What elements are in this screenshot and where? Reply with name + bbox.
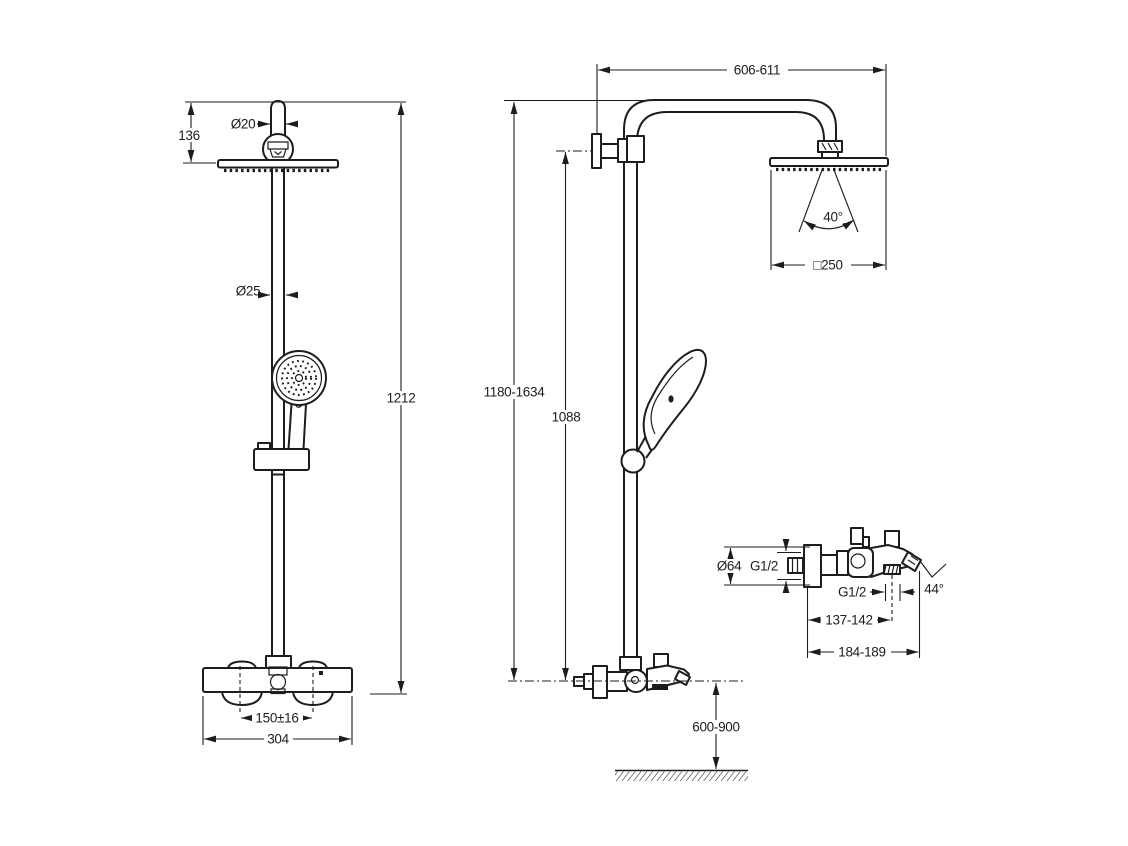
- dim-44-label: 44°: [924, 582, 944, 597]
- detail-flange: [803, 544, 822, 588]
- front-diverter-base: [270, 688, 286, 695]
- side-handshower: [642, 348, 707, 451]
- detail-body-screw: [850, 553, 866, 569]
- front-ball-joint-detail: [267, 141, 289, 158]
- front-handle-left: [287, 403, 293, 450]
- side-arm-outer: [623, 99, 837, 162]
- dim-1212-bg: [384, 391, 418, 405]
- front-slider-tab-top: [257, 442, 271, 450]
- dim-1180-bg: [478, 385, 551, 399]
- detail-wall-stub: [787, 557, 804, 574]
- detail-diverter-knob: [850, 527, 864, 545]
- dim-250-bg: [805, 258, 851, 272]
- dim-150-label: 150±16: [255, 711, 298, 726]
- side-mixer-outlet: [652, 684, 668, 690]
- detail-aerator-hatch: [907, 555, 919, 566]
- side-arm-inner: [636, 111, 825, 162]
- side-bracket-plate: [617, 138, 628, 163]
- side-mixer-flange: [592, 665, 608, 699]
- dim-137-bg: [821, 613, 877, 627]
- front-slider-tab-bottom: [271, 469, 285, 476]
- dim-184-bg: [834, 645, 891, 659]
- dim-g12out-label: G1/2: [838, 585, 866, 600]
- dim-1212-label: 1212: [387, 391, 416, 406]
- spray-angle-arc: [803, 219, 855, 231]
- front-knob-right-top: [298, 660, 328, 669]
- dim-304-bg: [264, 732, 293, 746]
- dim-250-label: □250: [813, 258, 842, 273]
- floor-hatching: [615, 771, 748, 781]
- dim-606-bg: [727, 63, 788, 77]
- side-view: 40° 606-611 1180-1634 1: [478, 63, 889, 781]
- dim-40-bg: [819, 210, 847, 223]
- front-handshower-jets-outer: [281, 360, 317, 396]
- front-handle-right: [302, 403, 307, 450]
- dim-o25-label: Ø25: [236, 284, 261, 299]
- mixer-detail-view: Ø64 G1/2 G1/2 44° 137-142 184-189: [712, 527, 947, 660]
- side-overhead-plate: [769, 157, 889, 167]
- detail-aerator: [901, 551, 922, 572]
- side-mixer-nut: [619, 656, 642, 671]
- dim-1088-label: 1088: [552, 410, 581, 425]
- detail-diverter-step: [862, 536, 870, 548]
- spray-cone-left: [798, 169, 823, 233]
- front-mixer-nut: [265, 655, 292, 669]
- front-knob-left-top: [227, 660, 257, 669]
- dim-o20-label: Ø20: [231, 117, 256, 132]
- front-handshower-center: [294, 373, 304, 383]
- dim-1180-label: 1180-1634: [484, 385, 546, 400]
- dim-o64-label: Ø64: [717, 559, 742, 574]
- dim-150-bg: [252, 711, 303, 725]
- side-bracket-flange: [591, 133, 602, 169]
- side-slider-ball: [620, 448, 646, 474]
- dim-184-label: 184-189: [838, 645, 885, 660]
- front-handshower-jets-inner: [291, 370, 307, 386]
- front-mixer-dot: [319, 671, 323, 675]
- dim-1088-bg: [548, 410, 584, 424]
- side-union-nut: [626, 135, 645, 163]
- side-handshower-button: [668, 395, 674, 403]
- dim-600-bg: [688, 720, 745, 734]
- front-top-pipe: [270, 100, 286, 161]
- front-overhead-plate: [217, 159, 339, 169]
- detail-wall-stub-thread: [791, 558, 799, 573]
- dim-600-label: 600-900: [692, 720, 739, 735]
- dim-136-label: 136: [178, 128, 200, 143]
- front-handshower-drip: [294, 403, 303, 408]
- dim-137-label: 137-142: [825, 613, 872, 628]
- detail-outlet-thread: [883, 564, 899, 575]
- dim-o64-bg: [712, 559, 747, 573]
- dim-40-label: 40°: [823, 210, 843, 225]
- front-ball-joint-mark: [274, 151, 282, 156]
- side-mixer-screw: [630, 675, 640, 685]
- front-view: 136 Ø20 Ø25 1212 150±16 304: [176, 100, 418, 747]
- detail-neck: [836, 550, 849, 576]
- dim-44-angle-mark: [919, 560, 947, 578]
- front-handshower-rim: [275, 354, 323, 402]
- dim-606-label: 606-611: [734, 63, 780, 78]
- front-handshower-jets-mid: [286, 365, 312, 391]
- detail-connector: [820, 554, 838, 576]
- front-knob-left: [221, 691, 263, 706]
- front-slider-holder: [253, 448, 310, 471]
- dim-136-bg: [176, 128, 203, 142]
- side-handshower-face: [650, 356, 694, 435]
- side-head-connector-thread: [821, 142, 839, 151]
- dim-g12in-label: G1/2: [750, 559, 778, 574]
- front-handshower-head: [271, 350, 327, 406]
- dim-304-label: 304: [267, 732, 289, 747]
- spray-cone-right: [833, 169, 859, 233]
- side-bracket-arm: [600, 143, 619, 159]
